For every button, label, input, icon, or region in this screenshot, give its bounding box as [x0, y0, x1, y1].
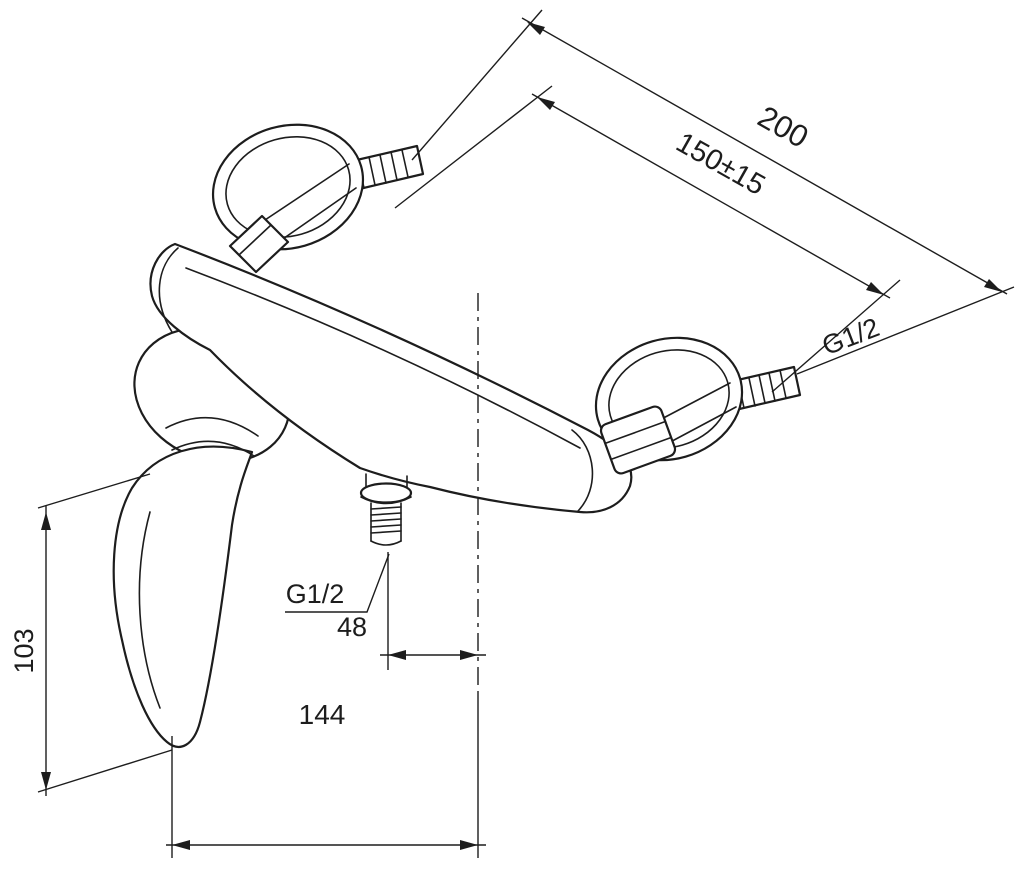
arrowhead [984, 279, 1002, 292]
wall-thread-label: G1/2 [818, 312, 883, 361]
right-endcap-seam [571, 429, 594, 512]
ext-line-left-outer [411, 9, 543, 161]
outlet-collar [359, 482, 413, 504]
dimension-144: 144 [166, 694, 486, 858]
arrowhead [41, 772, 51, 790]
right-connector-pipe [651, 382, 737, 448]
dimension-200: 200 [411, 9, 1015, 375]
dim-48-label: 48 [337, 612, 367, 642]
dim-144-label: 144 [299, 699, 346, 730]
left-escutcheon-rim [225, 135, 351, 239]
outlet-tip [370, 540, 402, 546]
dim-200-label: 200 [752, 99, 814, 155]
left-union-nut-facet [239, 224, 272, 255]
arrowhead [460, 840, 478, 850]
dim-103-label: 103 [9, 628, 39, 673]
bottom-outlet [359, 473, 413, 546]
ext-line-103-top [37, 473, 151, 509]
dimension-103: 103 [9, 473, 173, 796]
left-endcap-seam [158, 247, 179, 333]
left-wall-connection [211, 123, 425, 274]
dim-150-label: 150±15 [671, 126, 771, 201]
ext-line-right-outer [796, 286, 1015, 375]
handle-paddle [112, 445, 254, 748]
outlet-leader [285, 553, 390, 613]
dim-line-150 [531, 93, 891, 299]
arrowhead [537, 97, 555, 110]
ext-line-right-inner [771, 279, 901, 393]
left-escutcheon [211, 123, 365, 251]
faucet-body-chamfer [185, 267, 581, 449]
right-escutcheon-rim [608, 349, 730, 449]
handle-edge-line [138, 511, 161, 709]
ext-line-103-bottom [37, 749, 173, 793]
ext-line-left-inner [394, 85, 553, 209]
left-union-nut [228, 214, 290, 274]
dim-line-200 [521, 17, 1008, 295]
outlet-dimensions: G1/2 48 [285, 552, 486, 670]
outlet-thread-label: G1/2 [286, 579, 345, 609]
arrowhead [866, 282, 884, 295]
outlet-thread-ridges [370, 506, 402, 534]
arrowhead [172, 840, 190, 850]
arrowhead [388, 650, 406, 660]
lever-handle [112, 416, 259, 748]
arrowhead [527, 22, 545, 35]
handle-cap-seam-2 [171, 440, 255, 457]
faucet-body [149, 242, 633, 514]
arrowhead [460, 650, 478, 660]
right-union-nut [599, 405, 677, 475]
arrowhead [41, 512, 51, 530]
handle-cap-seam-1 [165, 416, 259, 437]
outlet-collar-bottom [360, 496, 412, 505]
